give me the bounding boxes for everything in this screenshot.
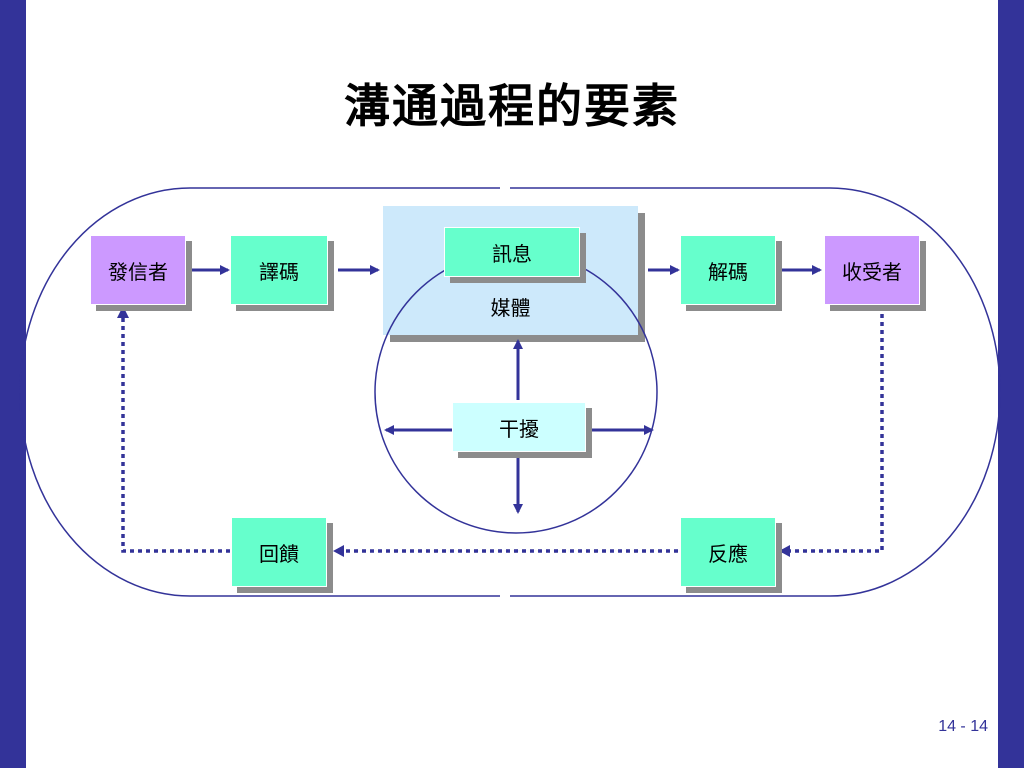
sender-box: 發信者 — [90, 235, 186, 305]
response-label: 反應 — [708, 541, 748, 566]
media-label: 媒體 — [490, 296, 531, 320]
encoding-label: 譯碼 — [259, 259, 299, 284]
sender-oval — [19, 187, 500, 597]
response-box: 反應 — [680, 517, 776, 587]
receiver-box: 收受者 — [824, 235, 920, 305]
feedback-label: 回饋 — [259, 541, 299, 566]
feedback-box: 回饋 — [231, 517, 327, 587]
sender-label: 發信者 — [108, 259, 168, 284]
message-box: 訊息 — [444, 227, 580, 277]
left-border-bar — [0, 0, 26, 768]
receiver-label: 收受者 — [842, 259, 902, 284]
message-label: 訊息 — [492, 241, 532, 266]
decoding-label: 解碼 — [708, 259, 748, 284]
right-border-bar — [998, 0, 1024, 768]
noise-box: 干擾 — [452, 402, 586, 452]
slide-title: 溝通過程的要素 — [344, 79, 680, 133]
receiver-oval — [510, 187, 1001, 597]
noise-label: 干擾 — [499, 416, 539, 441]
page-number: 14 - 14 — [938, 718, 988, 735]
decoding-box: 解碼 — [680, 235, 776, 305]
receiver-to-response-path — [782, 306, 884, 553]
encoding-box: 譯碼 — [230, 235, 328, 305]
feedback-to-sender-path — [121, 314, 230, 553]
